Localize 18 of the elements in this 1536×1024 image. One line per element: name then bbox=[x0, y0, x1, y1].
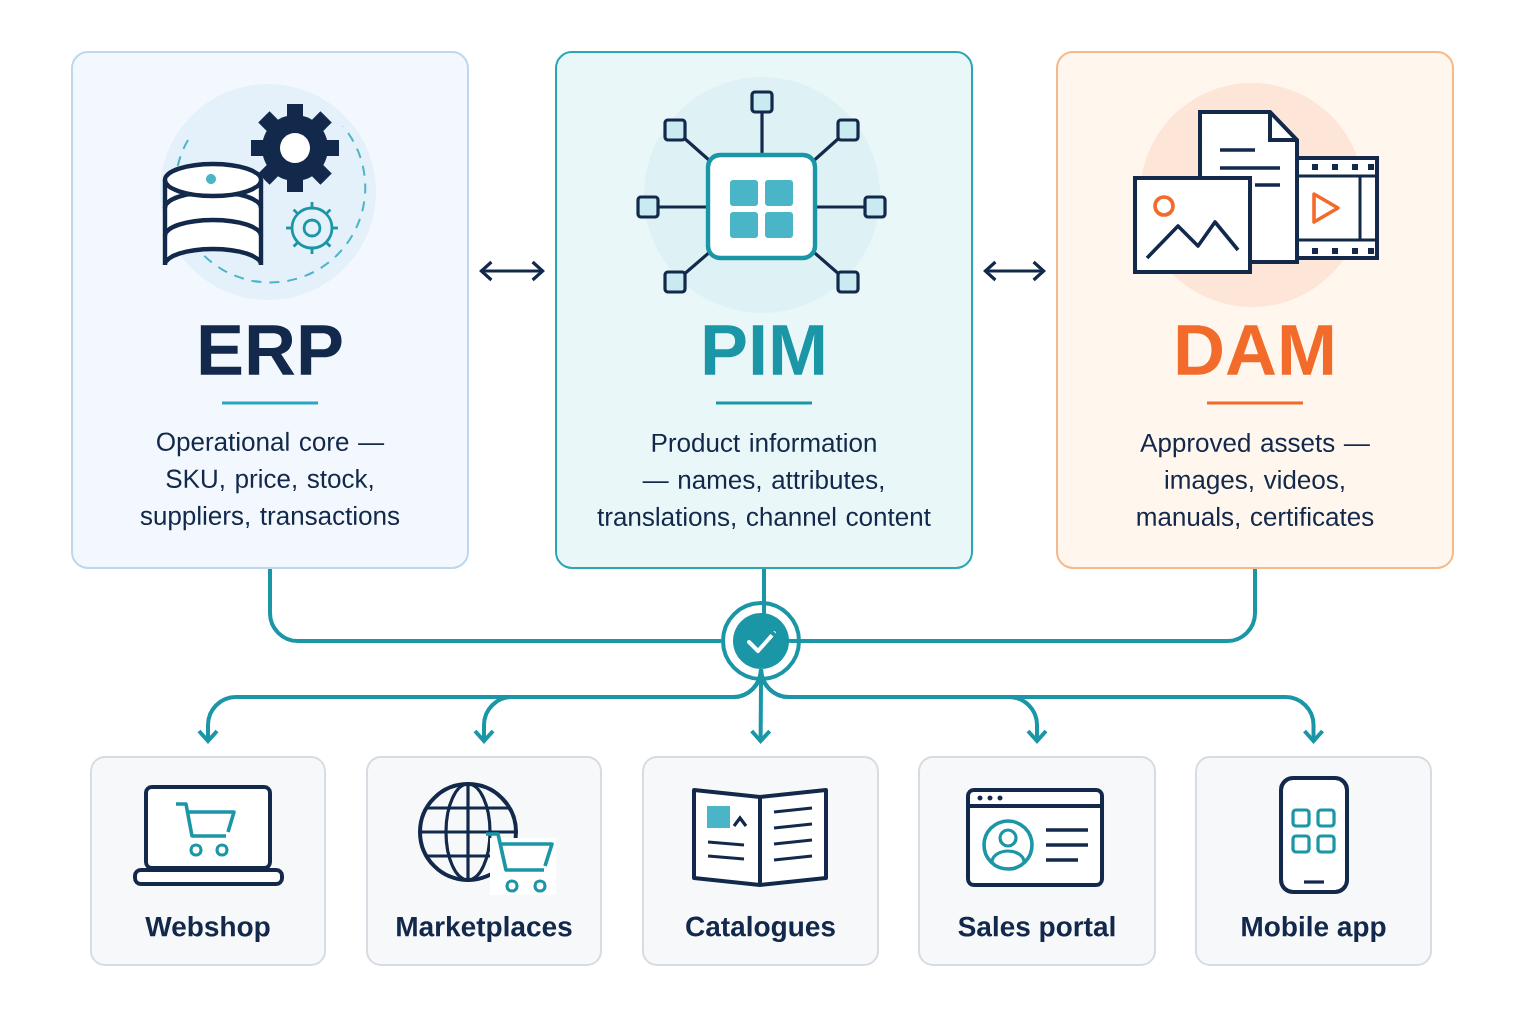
connector bbox=[801, 569, 1257, 643]
description: Operational core — SKU, price, stock, suppliers, transactions bbox=[140, 431, 400, 531]
connector bbox=[762, 569, 801, 643]
description: Approved assets — images, videos, manuals, certificates bbox=[1137, 432, 1374, 530]
connector bbox=[750, 681, 772, 744]
channel-label: Mobile app bbox=[1242, 915, 1386, 943]
channel-label: Catalogues bbox=[686, 915, 835, 943]
heading: DAM bbox=[1177, 325, 1333, 375]
description: Product information — names, attributes, translations, channel content bbox=[597, 432, 931, 530]
channel-label: Marketplaces bbox=[397, 915, 572, 943]
channel-label: Sales portal bbox=[958, 915, 1115, 943]
connector bbox=[268, 569, 721, 643]
heading: ERP bbox=[200, 325, 342, 375]
heading: PIM bbox=[704, 325, 824, 375]
connector bbox=[479, 260, 545, 282]
connector bbox=[983, 260, 1046, 282]
check-circle bbox=[721, 601, 801, 681]
channel-label: Webshop bbox=[145, 915, 270, 943]
